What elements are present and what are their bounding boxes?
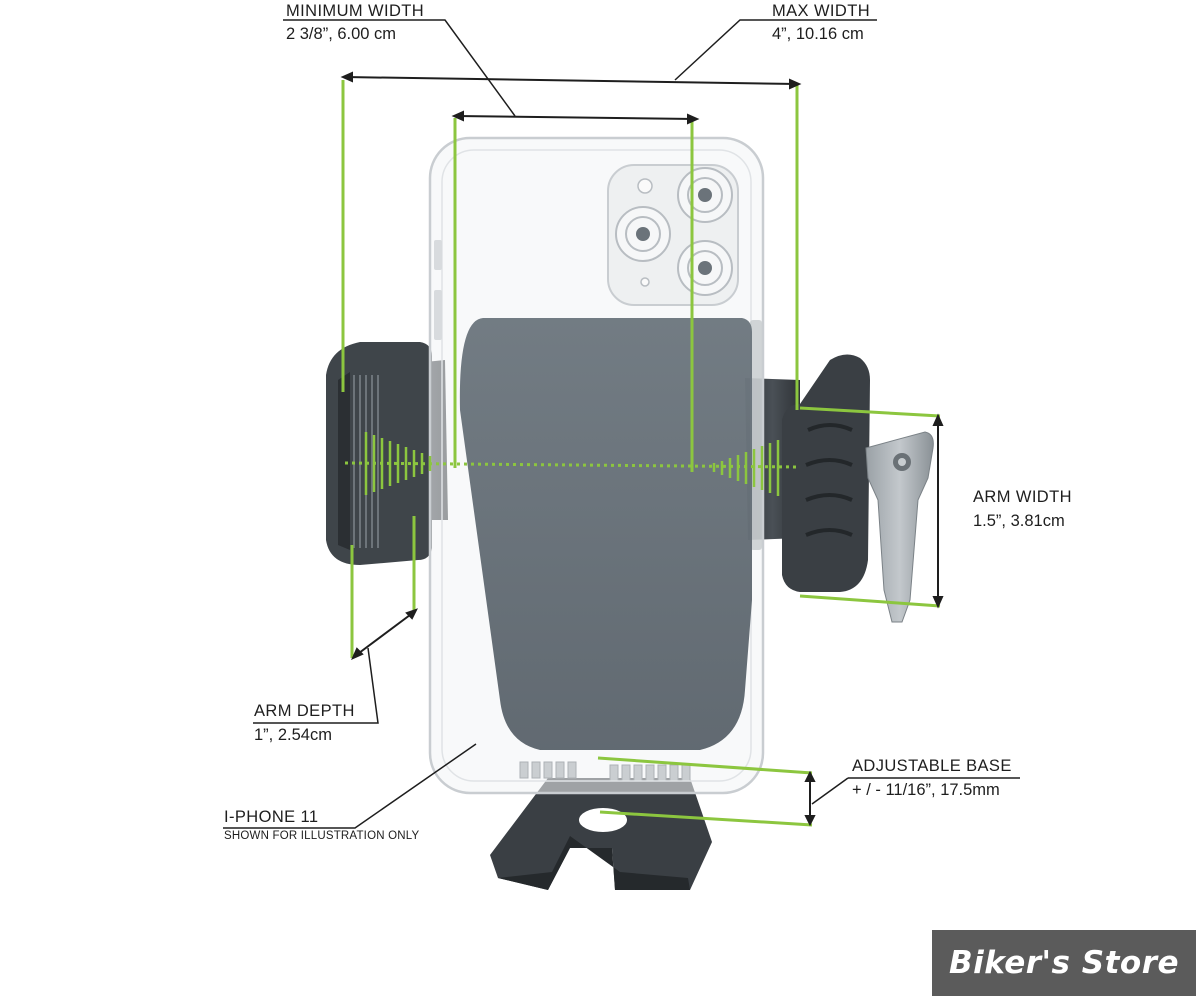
- watermark-text: Biker's Store: [948, 945, 1180, 981]
- adjustable-base-title: ADJUSTABLE BASE: [852, 757, 1012, 775]
- arm-depth-value: 1”, 2.54cm: [254, 726, 332, 744]
- center-width-markers: [344, 432, 801, 496]
- cradle-back-pad: [459, 318, 752, 750]
- min-width-title: MINIMUM WIDTH: [286, 2, 425, 20]
- lock-key: [865, 431, 934, 623]
- adjustable-base-value: + / - 11/16”, 17.5mm: [852, 781, 1000, 799]
- dimension-lines: [341, 80, 941, 827]
- max-width-title: MAX WIDTH: [772, 2, 871, 20]
- dimension-arrows: [340, 71, 944, 827]
- watermark-logo: Biker's Store: [932, 930, 1196, 996]
- leader-lines: [223, 19, 1020, 829]
- max-width-value: 4”, 10.16 cm: [772, 25, 864, 43]
- phone-illustration: [428, 136, 765, 795]
- arm-width-value: 1.5”, 3.81cm: [973, 512, 1065, 530]
- arm-depth-title: ARM DEPTH: [254, 702, 355, 720]
- iphone-note: SHOWN FOR ILLUSTRATION ONLY: [224, 830, 420, 842]
- min-width-value: 2 3/8”, 6.00 cm: [286, 25, 397, 43]
- iphone-title: I-PHONE 11: [224, 808, 319, 826]
- arm-width-title: ARM WIDTH: [973, 488, 1072, 506]
